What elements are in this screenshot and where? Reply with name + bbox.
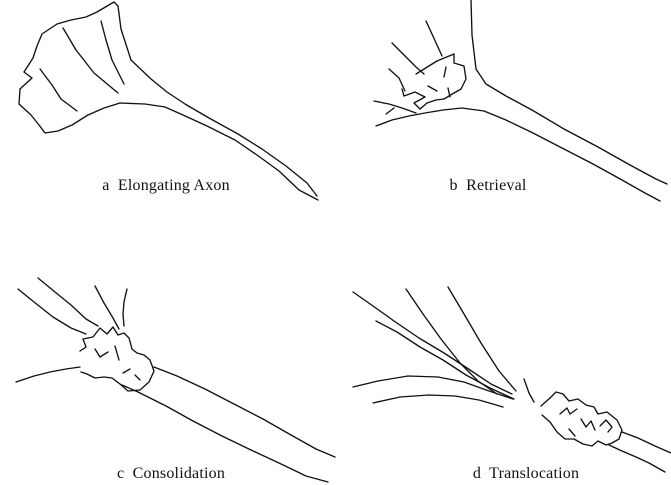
core-mark-1 [95,349,108,357]
axon-upper-edge [471,0,667,184]
caption-consolidation: c Consolidation [105,465,237,483]
filopodium-inner-1 [40,69,77,111]
retraction-fiber-5 [386,108,394,114]
consolidation-drawing [0,243,335,485]
caption-letter-c: c [117,465,124,482]
trailing-fiber-lower-2 [373,395,503,407]
retraction-fiber-1 [392,43,424,74]
core-mark-4 [135,375,140,380]
fiber-top-right [123,289,127,326]
fiber-upper-left [18,289,86,334]
filopodium-inner-3 [101,21,124,84]
caption-letter-b: b [449,177,457,194]
trailing-fiber-top-right [524,379,534,402]
caption-title-b: Retrieval [466,177,526,194]
cone-mark-2 [428,86,437,91]
caption-title-a: Elongating Axon [118,177,230,194]
caption-retrieval: b Retrieval [438,177,538,195]
caption-letter-d: d [473,465,481,482]
retrieval-drawing [336,0,671,242]
trailing-fiber-upper-1 [353,292,512,394]
consolidated-core-outline [80,327,154,391]
fiber-upper-middle [38,278,98,326]
panel-retrieval: b Retrieval [336,0,671,242]
caption-title-d: Translocation [489,465,579,482]
caption-translocation: d Translocation [467,465,585,483]
cone-mark-3 [600,420,612,432]
axon-lower-edge [609,445,665,472]
axon-upper-edge [154,367,335,457]
caption-letter-a: a [102,177,109,194]
trailing-fiber-upper-right [448,287,516,391]
retraction-fiber-3 [389,69,405,91]
panel-translocation: d Translocation [336,243,671,485]
cone-mark-4 [569,429,575,436]
panel-elongating-axon: a Elongating Axon [0,0,335,242]
cone-mark-1 [444,67,446,77]
core-mark-2 [115,346,119,360]
elongating-axon-drawing [0,0,335,242]
fiber-top [95,286,119,329]
translocation-drawing [336,243,671,485]
panel-consolidation: c Consolidation [0,243,335,485]
retraction-fiber-4 [374,101,416,113]
retraction-fiber-2 [426,21,442,56]
filopodium-inner-2 [63,28,118,93]
trailing-fiber-upper-2 [376,321,514,399]
core-mark-3 [123,369,130,373]
cone-mark-1 [560,408,577,414]
caption-title-c: Consolidation [133,465,225,482]
cone-mark-2 [581,419,595,430]
fiber-lower-left [16,367,80,382]
axon-upper-edge [622,432,671,453]
caption-elongating-axon: a Elongating Axon [81,177,251,195]
